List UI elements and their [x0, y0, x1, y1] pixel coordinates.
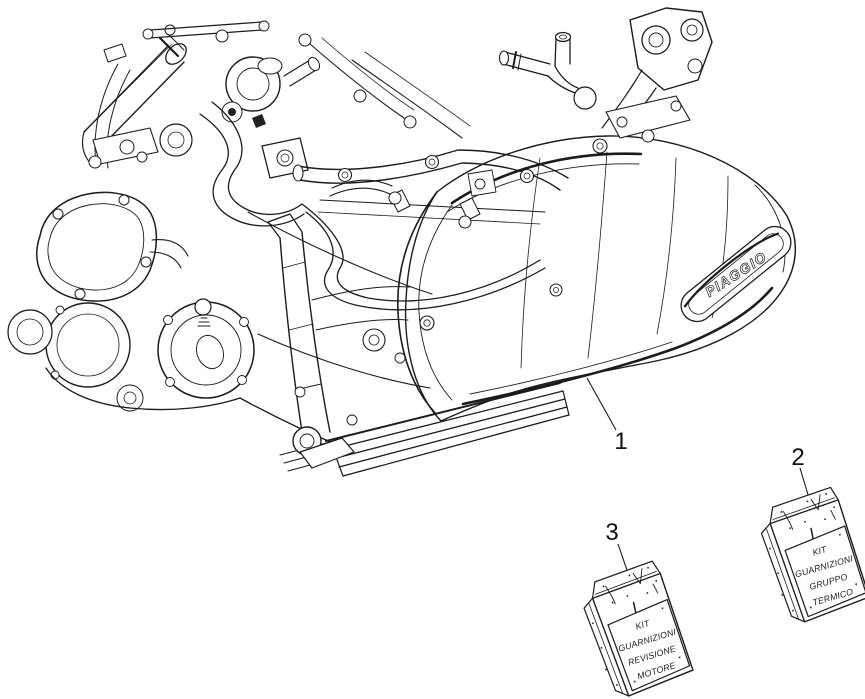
top-mount-arm [292, 149, 569, 225]
callout-3: 3 [605, 519, 630, 577]
rear-mount-bracket [601, 7, 713, 139]
crankcase-lines [88, 20, 655, 426]
throttle-body [159, 56, 321, 179]
gasket-kit-bag-top-end: KIT GUARNIZIONI GRUPPO TERMICO [760, 486, 865, 623]
flywheel-cover [157, 298, 255, 399]
callout-1-number: 1 [614, 428, 627, 455]
transmission-cover [396, 135, 797, 422]
stipple-texture [769, 493, 858, 612]
intake-duct [81, 24, 187, 169]
bag2-label-line-1: KIT [811, 544, 828, 558]
gasket-kit-bag-engine-overhaul: KIT GUARNIZIONI REVISIONE MOTORE [583, 560, 694, 697]
valve-cover [35, 191, 189, 302]
hoses [199, 101, 546, 311]
callout-3-number: 3 [605, 519, 618, 546]
callout-1: 1 [586, 377, 628, 455]
coolant-pipe [498, 31, 597, 110]
callout-2-number: 2 [791, 444, 804, 471]
bag3-label-line-1: KIT [634, 618, 651, 632]
stator-cover [7, 302, 344, 448]
front-mount-bracket [267, 213, 411, 469]
stipple-texture [591, 566, 681, 686]
callout-1-leader [586, 377, 617, 431]
engine-illustration: PIAGGIO [7, 7, 797, 477]
